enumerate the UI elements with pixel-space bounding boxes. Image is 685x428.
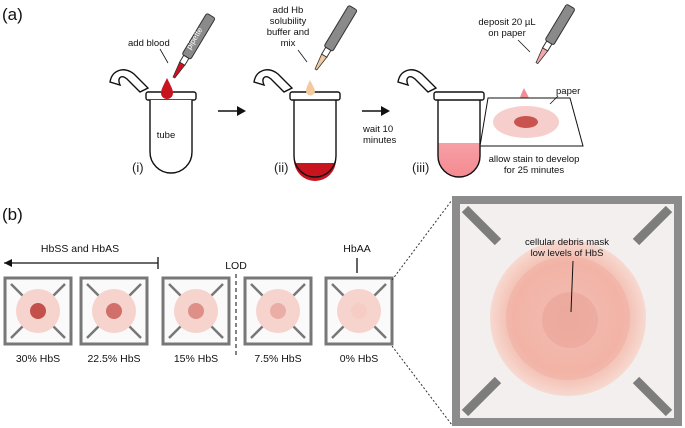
- hbss-hbas-bracket: [4, 257, 159, 269]
- tube-label: tube: [157, 130, 176, 141]
- arrow-1: [218, 106, 246, 116]
- sample-square: 22.5% HbS: [79, 276, 149, 365]
- tube-step-3: [397, 69, 485, 178]
- panel-a-label: (a): [2, 5, 23, 24]
- deposit-instruction: deposit 20 µL on paper: [478, 17, 535, 39]
- stain-center-spot: [270, 303, 286, 319]
- paper-label: paper: [556, 86, 580, 97]
- numeral-step-2: (ii): [274, 160, 288, 175]
- wait-line-1: wait 10: [362, 124, 393, 135]
- buffer-line-2: solubility: [270, 16, 307, 27]
- sample-square: 15% HbS: [161, 276, 231, 365]
- deposit-line-2: on paper: [488, 28, 526, 39]
- blood-drop: [161, 78, 173, 99]
- stain-center-spot: [188, 303, 204, 319]
- wait-line-2: minutes: [363, 135, 397, 146]
- group-label-hbss-hbas: HbSS and HbAS: [41, 243, 119, 255]
- sample-label: 30% HbS: [16, 353, 60, 365]
- zoom-line-bottom: [391, 345, 453, 426]
- zoom-annotation-line-2: low levels of HbS: [531, 248, 604, 259]
- sample-label: 0% HbS: [340, 353, 379, 365]
- buffer-line-1: add Hb: [273, 5, 304, 16]
- zoom-annotation-line-1: cellular debris mask: [525, 237, 609, 248]
- sample-label: 15% HbS: [174, 353, 218, 365]
- stain-center-spot: [106, 303, 122, 319]
- group-label-hbaa: HbAA: [343, 243, 370, 255]
- add-blood-label: add blood: [128, 38, 170, 49]
- pipette-icon: pipette: [172, 13, 216, 79]
- buffer-line-4: mix: [281, 38, 296, 49]
- sample-square: 30% HbS: [3, 276, 73, 365]
- sample-label: 7.5% HbS: [254, 353, 301, 365]
- lod-label: LOD: [225, 260, 247, 272]
- buffer-instruction: add Hb solubility buffer and mix: [267, 5, 310, 49]
- numeral-step-1: (i): [132, 160, 144, 175]
- zoom-line-top: [391, 199, 453, 281]
- sample-label: 22.5% HbS: [87, 353, 140, 365]
- zoom-photo: [452, 196, 682, 426]
- stain-center-spot: [30, 303, 46, 319]
- sample-square: 0% HbS: [324, 276, 394, 365]
- tube-step-1: [109, 69, 197, 174]
- deposit-line-1: deposit 20 µL: [478, 17, 535, 28]
- sample-row: 30% HbS 22.5% HbS 15% HbS 7.5% HbS 0% HbS: [3, 276, 394, 365]
- paper-sheet: [479, 97, 584, 147]
- stain-center-spot: [351, 303, 367, 319]
- pipette-icon-3: [535, 4, 575, 65]
- sample-square: 7.5% HbS: [243, 276, 313, 365]
- numeral-step-3: (iii): [412, 160, 429, 175]
- buffer-line-3: buffer and: [267, 27, 310, 38]
- buffer-drop: [306, 80, 315, 96]
- pipette-icon-2: [314, 5, 358, 71]
- tube-step-2: [253, 69, 341, 181]
- develop-line-1: allow stain to develop: [489, 154, 580, 165]
- panel-b-label: (b): [2, 205, 23, 224]
- zoom-annotation-pointer: [570, 260, 574, 313]
- arrow-2: [362, 106, 390, 116]
- develop-line-2: for 25 minutes: [504, 165, 564, 176]
